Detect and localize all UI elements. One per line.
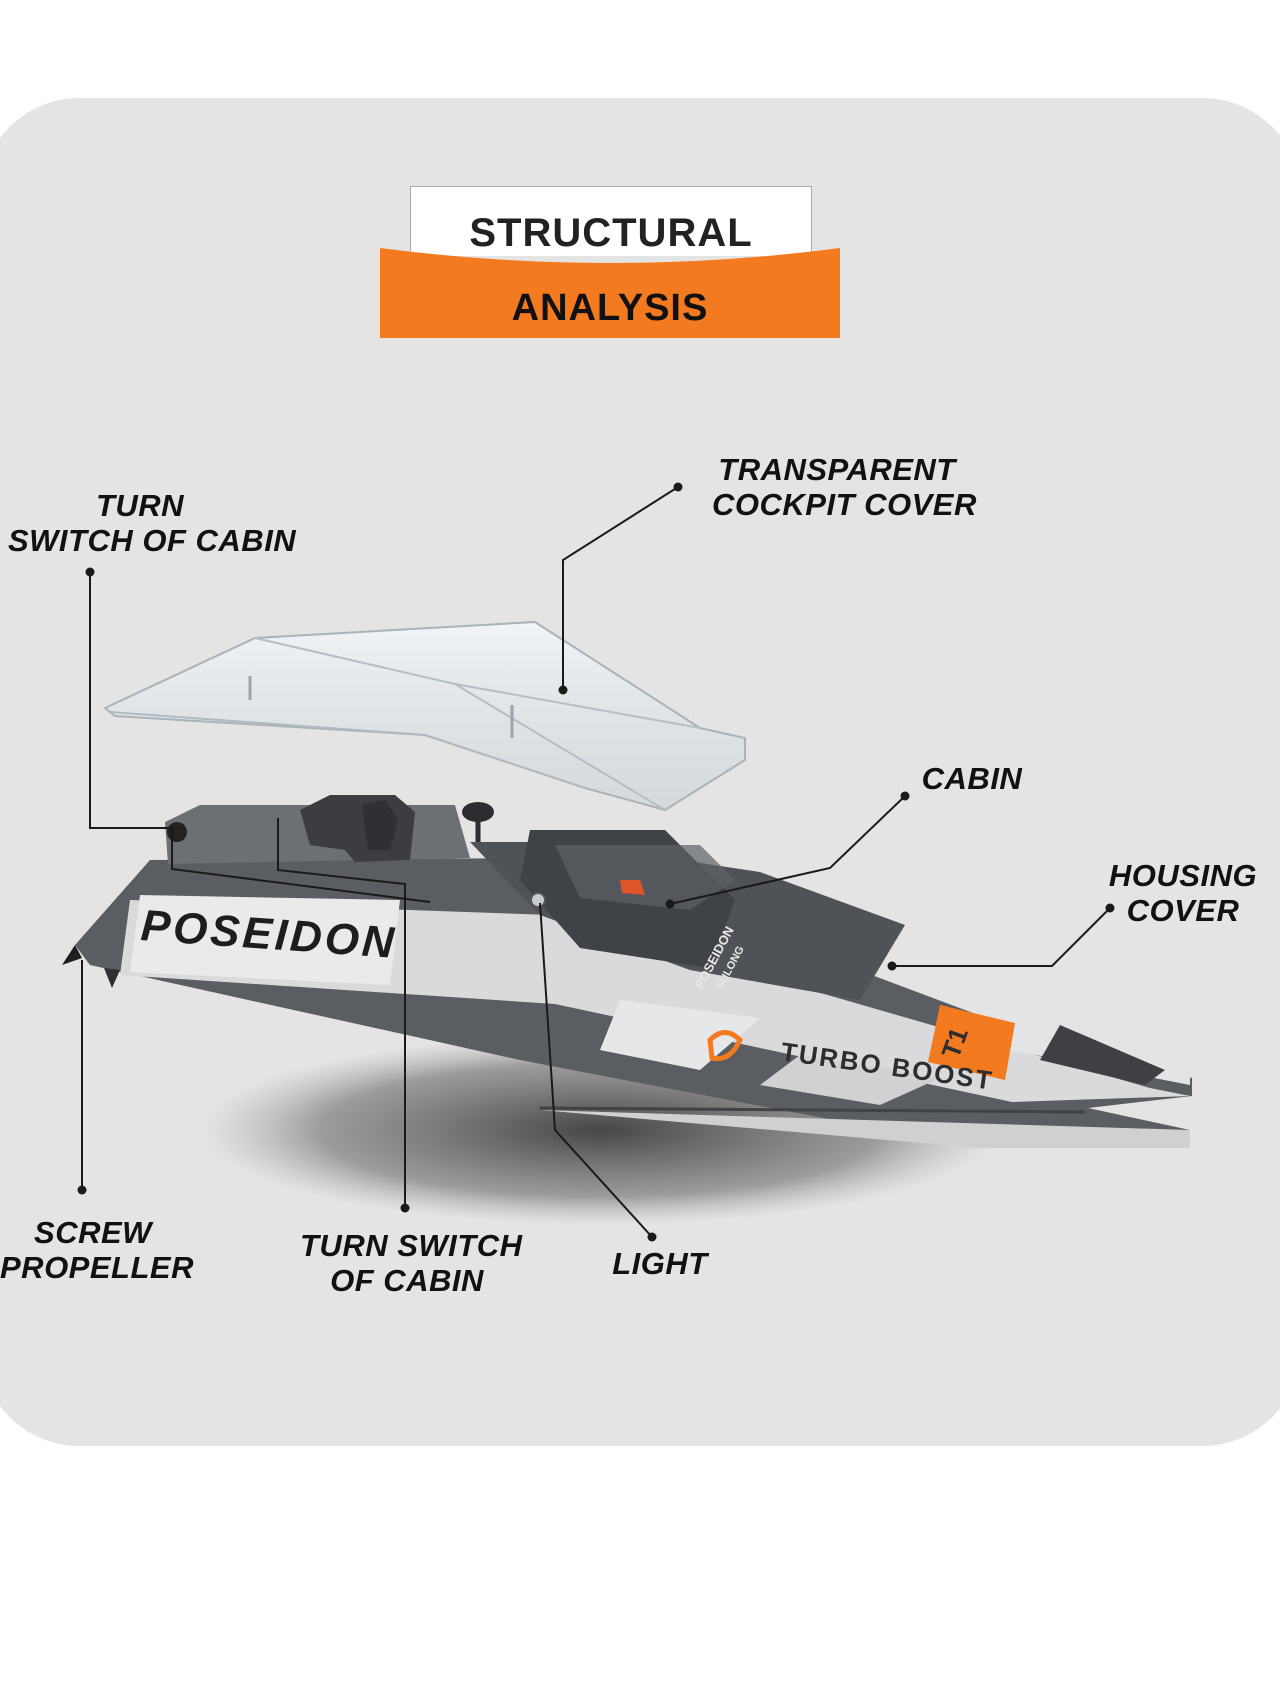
transparent-cockpit-cover bbox=[105, 622, 745, 810]
label-housing-cover: HOUSING COVER bbox=[1108, 858, 1258, 928]
label-screw-propeller: SCREW PROPELLER bbox=[0, 1215, 186, 1285]
label-turn-switch-bottom: TURN SWITCH OF CABIN bbox=[300, 1228, 514, 1298]
label-light: LIGHT bbox=[608, 1246, 712, 1281]
leader-housing-cover bbox=[892, 908, 1110, 966]
label-cabin: CABIN bbox=[912, 761, 1032, 796]
label-turn-switch-top: TURN SWITCH OF CABIN bbox=[8, 488, 272, 558]
label-transparent-cockpit-cover: TRANSPARENT COCKPIT COVER bbox=[712, 452, 962, 522]
